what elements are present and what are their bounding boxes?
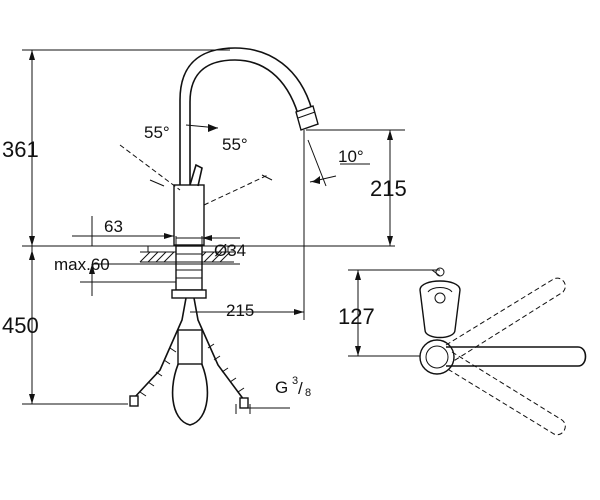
label-215-v: 215 — [370, 176, 407, 201]
arrow-max60 — [89, 264, 95, 274]
threaded-shank — [175, 245, 203, 291]
arrow-450-bottom — [29, 394, 35, 404]
arrow-361-bottom — [29, 236, 35, 246]
spout-outer-curve — [179, 47, 313, 185]
pullout-hose-loop — [171, 329, 209, 426]
base-ring — [419, 339, 455, 375]
label-angle-10: 10° — [338, 147, 364, 166]
label-angle-55b: 55° — [222, 135, 248, 154]
arrow-215-v-bottom — [387, 236, 393, 246]
spout-tip — [295, 105, 319, 131]
hose-connector — [177, 329, 203, 365]
spout-tip-ring — [297, 111, 316, 119]
label-thread-slash: / — [298, 379, 303, 398]
mounting-nut — [171, 289, 207, 299]
angle-10-arrow — [312, 176, 320, 184]
lever-swing-right — [203, 174, 269, 206]
label-angle-55a: 55° — [144, 123, 170, 142]
label-450: 450 — [2, 313, 39, 338]
spout-swing-up — [445, 277, 566, 363]
arrow-63 — [164, 233, 174, 239]
label-thread-g38: G 3 / 8 — [275, 375, 311, 399]
arrow-361-top — [29, 50, 35, 60]
arrow-215-h — [294, 309, 304, 315]
faucet-body — [173, 184, 205, 246]
lever-top-hole — [434, 292, 446, 304]
shank-threads — [176, 253, 202, 279]
faucet-lever — [189, 163, 203, 187]
lever-top-view — [419, 280, 461, 339]
hose-end-left — [129, 395, 139, 407]
angle-tick-left — [149, 179, 165, 187]
arrow-127-bottom — [355, 346, 361, 356]
label-215-h: 215 — [226, 301, 254, 320]
lever-swing-left — [119, 144, 181, 191]
spout-inner-curve — [189, 59, 299, 185]
hose-end-right — [239, 397, 249, 409]
angle-10-line — [307, 139, 327, 187]
hose-braid-right — [207, 343, 245, 393]
label-63: 63 — [104, 217, 123, 236]
label-thread-num: 3 — [292, 375, 298, 387]
hose-left — [133, 297, 187, 399]
arrow-dia — [202, 235, 212, 241]
spout-swing-down — [445, 351, 566, 436]
label-127: 127 — [338, 304, 375, 329]
angle-arrow-55a — [208, 124, 218, 132]
base-inner-ring — [425, 345, 449, 369]
hose-braid-left — [139, 347, 177, 397]
label-thread-g: G — [275, 378, 288, 397]
spout-top-view — [446, 346, 587, 367]
lever-top-inner — [427, 287, 453, 293]
faucet-side-view — [22, 47, 405, 426]
label-dia34: Ø34 — [214, 241, 246, 260]
arrow-127-top — [355, 270, 361, 280]
arrow-450-top — [29, 250, 35, 260]
label-thread-den: 8 — [305, 387, 311, 399]
angle-tick-right — [261, 174, 273, 181]
label-361: 361 — [2, 137, 39, 162]
label-max60: max.60 — [54, 255, 110, 274]
faucet-top-view — [348, 267, 587, 436]
arrow-215-v-top — [387, 130, 393, 140]
hose-right — [193, 297, 245, 401]
lever-pivot — [435, 267, 445, 277]
